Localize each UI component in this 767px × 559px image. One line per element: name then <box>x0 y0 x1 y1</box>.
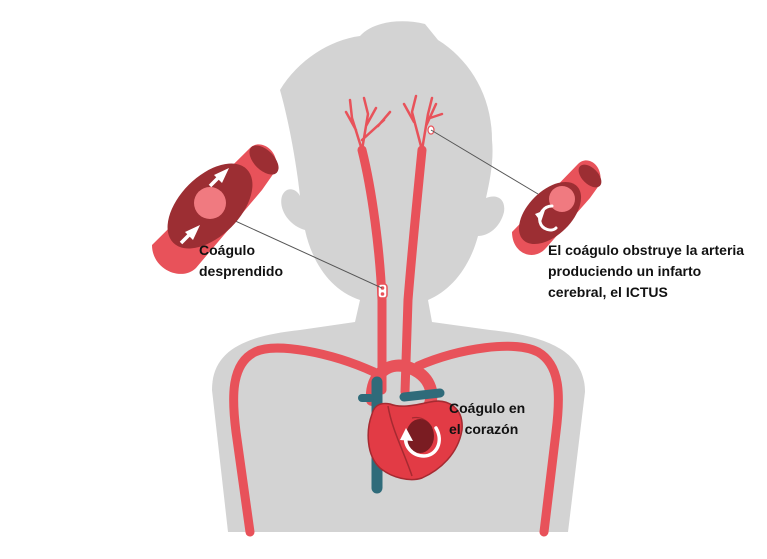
label-line: Coágulo <box>199 242 255 258</box>
right-subclavian-artery <box>413 341 563 537</box>
body-silhouette <box>212 21 585 533</box>
obstructing-clot <box>549 186 575 212</box>
leader-lines <box>219 129 539 289</box>
leader-line-obstruction <box>430 129 539 195</box>
child-silhouette <box>212 21 585 533</box>
heart-clot-arrowhead <box>400 428 413 441</box>
rotation-arrow-icon <box>538 204 558 232</box>
cerebral-arteries <box>344 94 444 152</box>
heart-clot-cavity <box>406 419 434 453</box>
leader-line-detached <box>219 213 383 289</box>
artery-segment-opening <box>578 164 602 188</box>
label-obstruction: El coágulo obstruye la arteria producien… <box>548 240 744 303</box>
heart-chamber-line <box>387 405 413 477</box>
callout-detached-clot <box>152 144 279 274</box>
callout-obstruction <box>512 160 602 255</box>
right-carotid-artery <box>400 145 427 397</box>
flow-arrow-icon <box>179 168 229 245</box>
label-line: produciendo un infarto <box>548 263 702 279</box>
left-subclavian-artery <box>229 343 379 537</box>
detached-clot <box>194 187 226 219</box>
heart-clot-arrow <box>403 426 441 458</box>
heart <box>367 400 463 481</box>
label-line: desprendido <box>199 263 284 279</box>
label-heart-clot: Coágulo en el corazón <box>449 398 525 440</box>
pulmonary-vein <box>399 388 445 402</box>
neck-clot-marker <box>377 283 388 299</box>
rotation-arrowhead <box>535 210 545 222</box>
label-line: el corazón <box>449 421 519 437</box>
label-line: El coágulo obstruye la arteria <box>548 242 745 258</box>
label-detached-clot: Coágulo desprendido <box>199 240 283 282</box>
label-line: Coágulo en <box>449 400 526 416</box>
artery-segment-opening <box>249 145 279 175</box>
label-line: cerebral, el ICTUS <box>548 284 668 300</box>
